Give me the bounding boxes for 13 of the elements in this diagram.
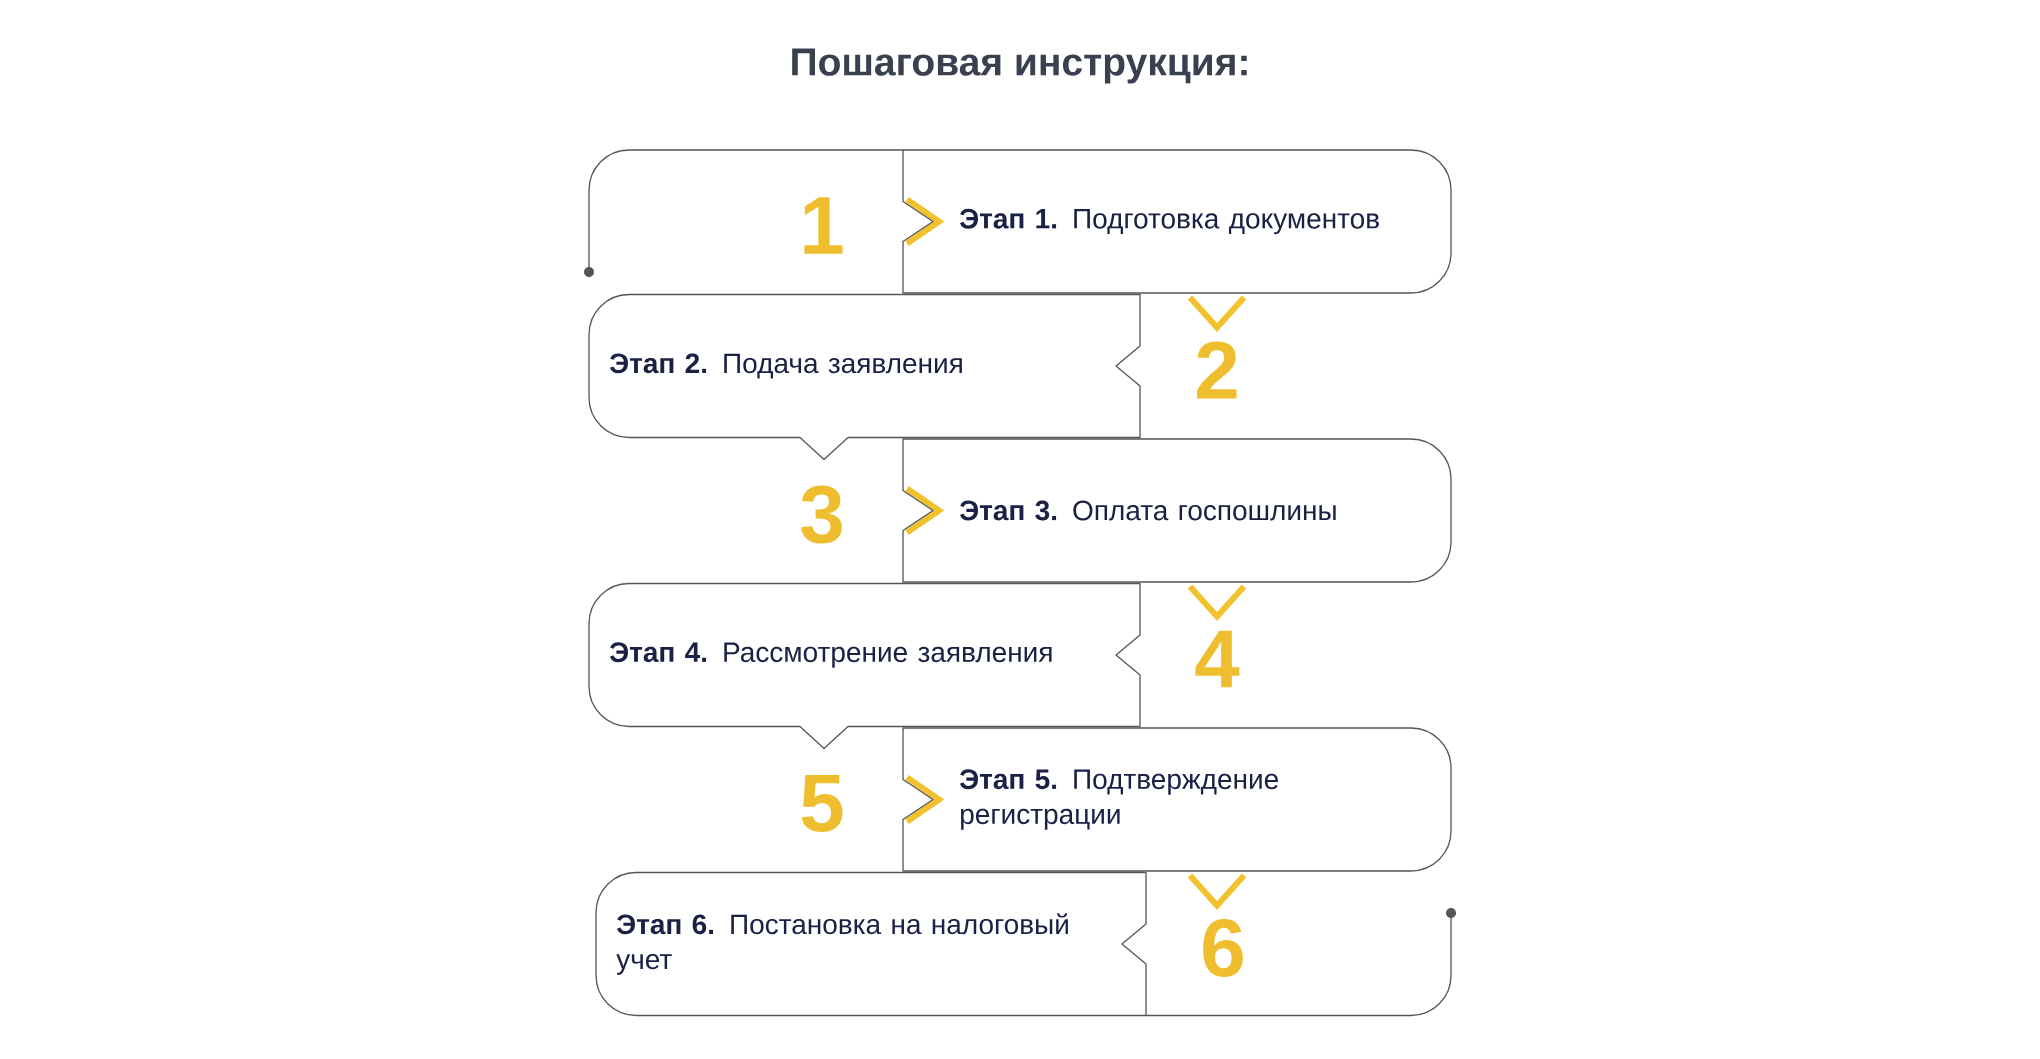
step-box: Этап 1. Подготовка документов	[902, 149, 1452, 294]
step-number: 6	[1203, 919, 1243, 977]
step-number: 5	[801, 774, 843, 833]
title: Пошаговая инструкция:	[792, 48, 1247, 84]
step-box: Этап 5. Подтверждение регистрации	[902, 727, 1452, 872]
step-number: 2	[1197, 341, 1237, 399]
step-box: Этап 6. Постановка на налоговый учет	[595, 871, 1147, 1017]
step-number: 1	[804, 197, 843, 254]
step-number: 4	[1195, 630, 1240, 688]
step-box: Этап 3. Оплата госпошлины	[902, 438, 1452, 583]
step-box: Этап 2. Подача заявления	[588, 293, 1141, 461]
step-number: 3	[801, 485, 842, 544]
step-box: Этап 4. Рассмотрение заявления	[588, 582, 1141, 750]
